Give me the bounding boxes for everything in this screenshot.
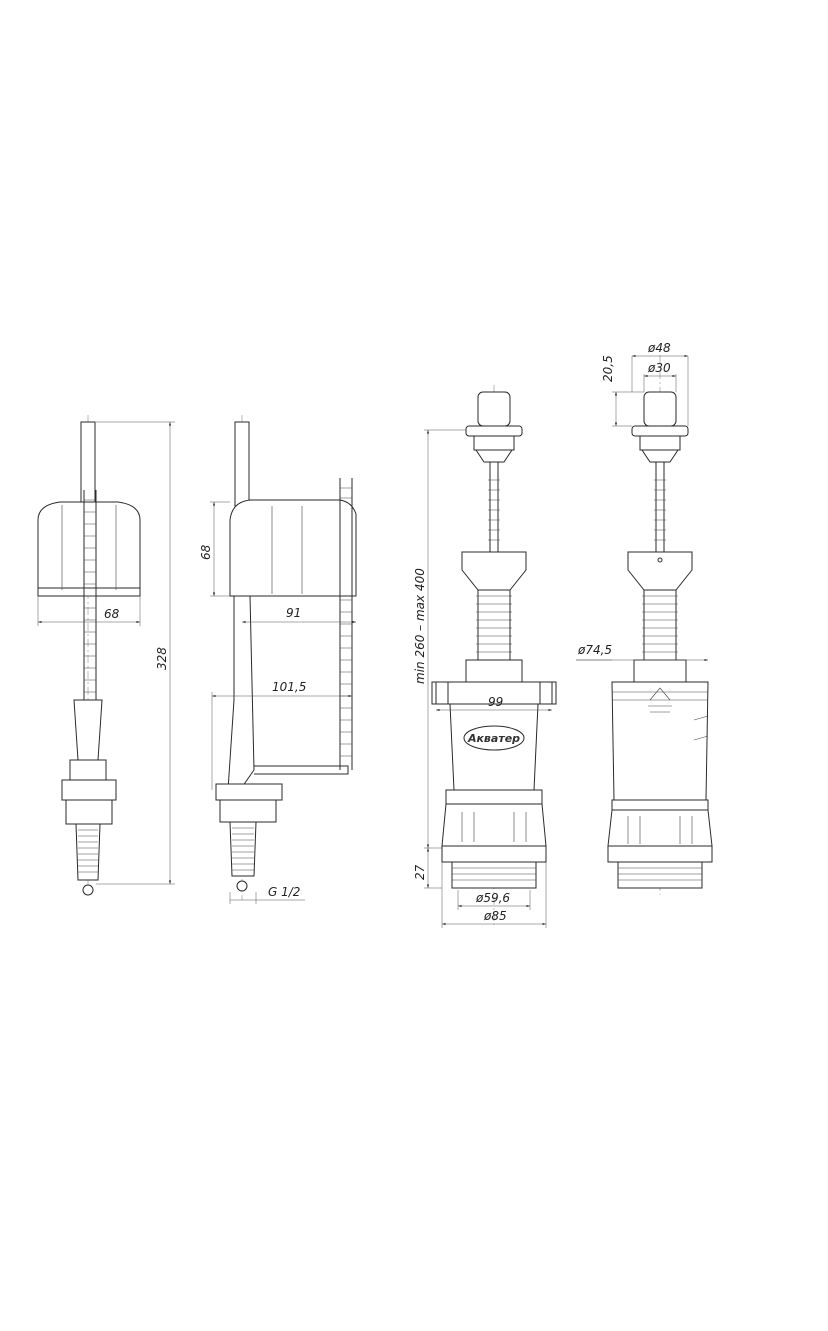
dim-height-range: min 260 – max 400 xyxy=(413,568,427,684)
fill-valve-side-view xyxy=(215,415,357,900)
dim-outer-diameter: ø85 xyxy=(483,909,507,923)
flush-valve-side-dimensions: ø48 ø30 20,5 ø74,5 xyxy=(576,341,708,662)
flush-valve-side-view xyxy=(607,355,713,895)
dim-button-inner: ø30 xyxy=(647,361,671,375)
dim-body-width: 99 xyxy=(488,695,503,709)
aquater-logo: Акватер xyxy=(463,725,525,751)
dim-float-height: 68 xyxy=(199,544,213,560)
dim-body-diameter: ø74,5 xyxy=(577,643,612,657)
push-button-side-icon xyxy=(643,391,677,427)
dim-inner-diameter: ø59,6 xyxy=(475,891,510,905)
dim-float-width: 68 xyxy=(104,607,120,621)
fill-valve-front-view xyxy=(37,415,141,896)
dim-thread: G 1/2 xyxy=(268,885,300,899)
flush-valve-front-dimensions: min 260 – max 400 27 99 ø59,6 ø85 xyxy=(413,429,552,928)
dim-base-height: 27 xyxy=(413,864,427,880)
dim-arm-width: 91 xyxy=(286,606,301,620)
dim-total-height: 328 xyxy=(155,647,169,670)
dim-button-height: 20,5 xyxy=(601,355,615,382)
svg-text:Акватер: Акватер xyxy=(467,732,520,745)
flush-valve-front-view: Акватер xyxy=(431,385,557,925)
push-button-icon xyxy=(477,391,511,427)
dim-button-outer: ø48 xyxy=(647,341,671,355)
dim-reach: 101,5 xyxy=(272,680,306,694)
fill-valve-side-dimensions: 68 91 101,5 G 1/2 xyxy=(199,501,356,904)
fill-valve-front-dimensions: 68 328 xyxy=(37,421,175,885)
bellows xyxy=(476,589,512,661)
